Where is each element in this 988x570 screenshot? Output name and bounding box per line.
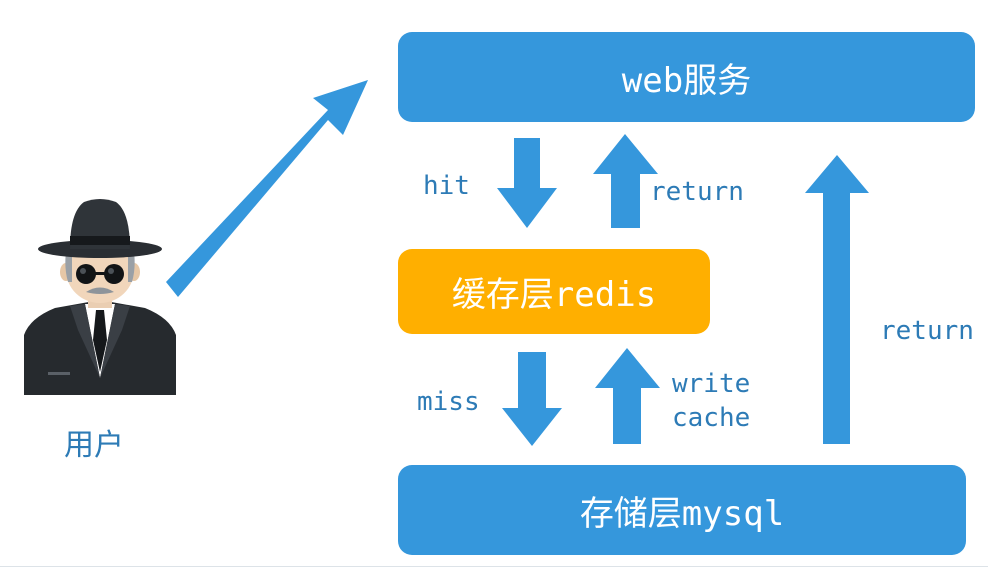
user-label: 用户 (64, 428, 124, 463)
cache-layer-node: 缓存层redis (398, 249, 710, 334)
bottom-divider (0, 566, 988, 567)
web-service-label: web服务 (621, 60, 752, 101)
storage-layer-node: 存储层mysql (398, 465, 966, 555)
return-web-label: return (650, 177, 744, 207)
hit-arrow (497, 138, 557, 228)
write-cache-arrow (595, 348, 660, 444)
cache-label: cache (672, 403, 751, 433)
cache-layer-label: 缓存层redis (451, 275, 657, 315)
return-db-label: return (880, 316, 974, 346)
web-service-node: web服务 (398, 32, 975, 122)
spy-user-icon (24, 199, 176, 395)
hit-label: hit (423, 171, 470, 201)
write-label: write (672, 369, 751, 399)
storage-layer-label: 存储层mysql (579, 493, 785, 534)
miss-label: miss (417, 387, 480, 417)
user-to-web-arrow (166, 80, 368, 297)
miss-arrow (502, 352, 562, 446)
return-web-arrow (593, 134, 658, 228)
return-db-arrow (805, 155, 869, 444)
